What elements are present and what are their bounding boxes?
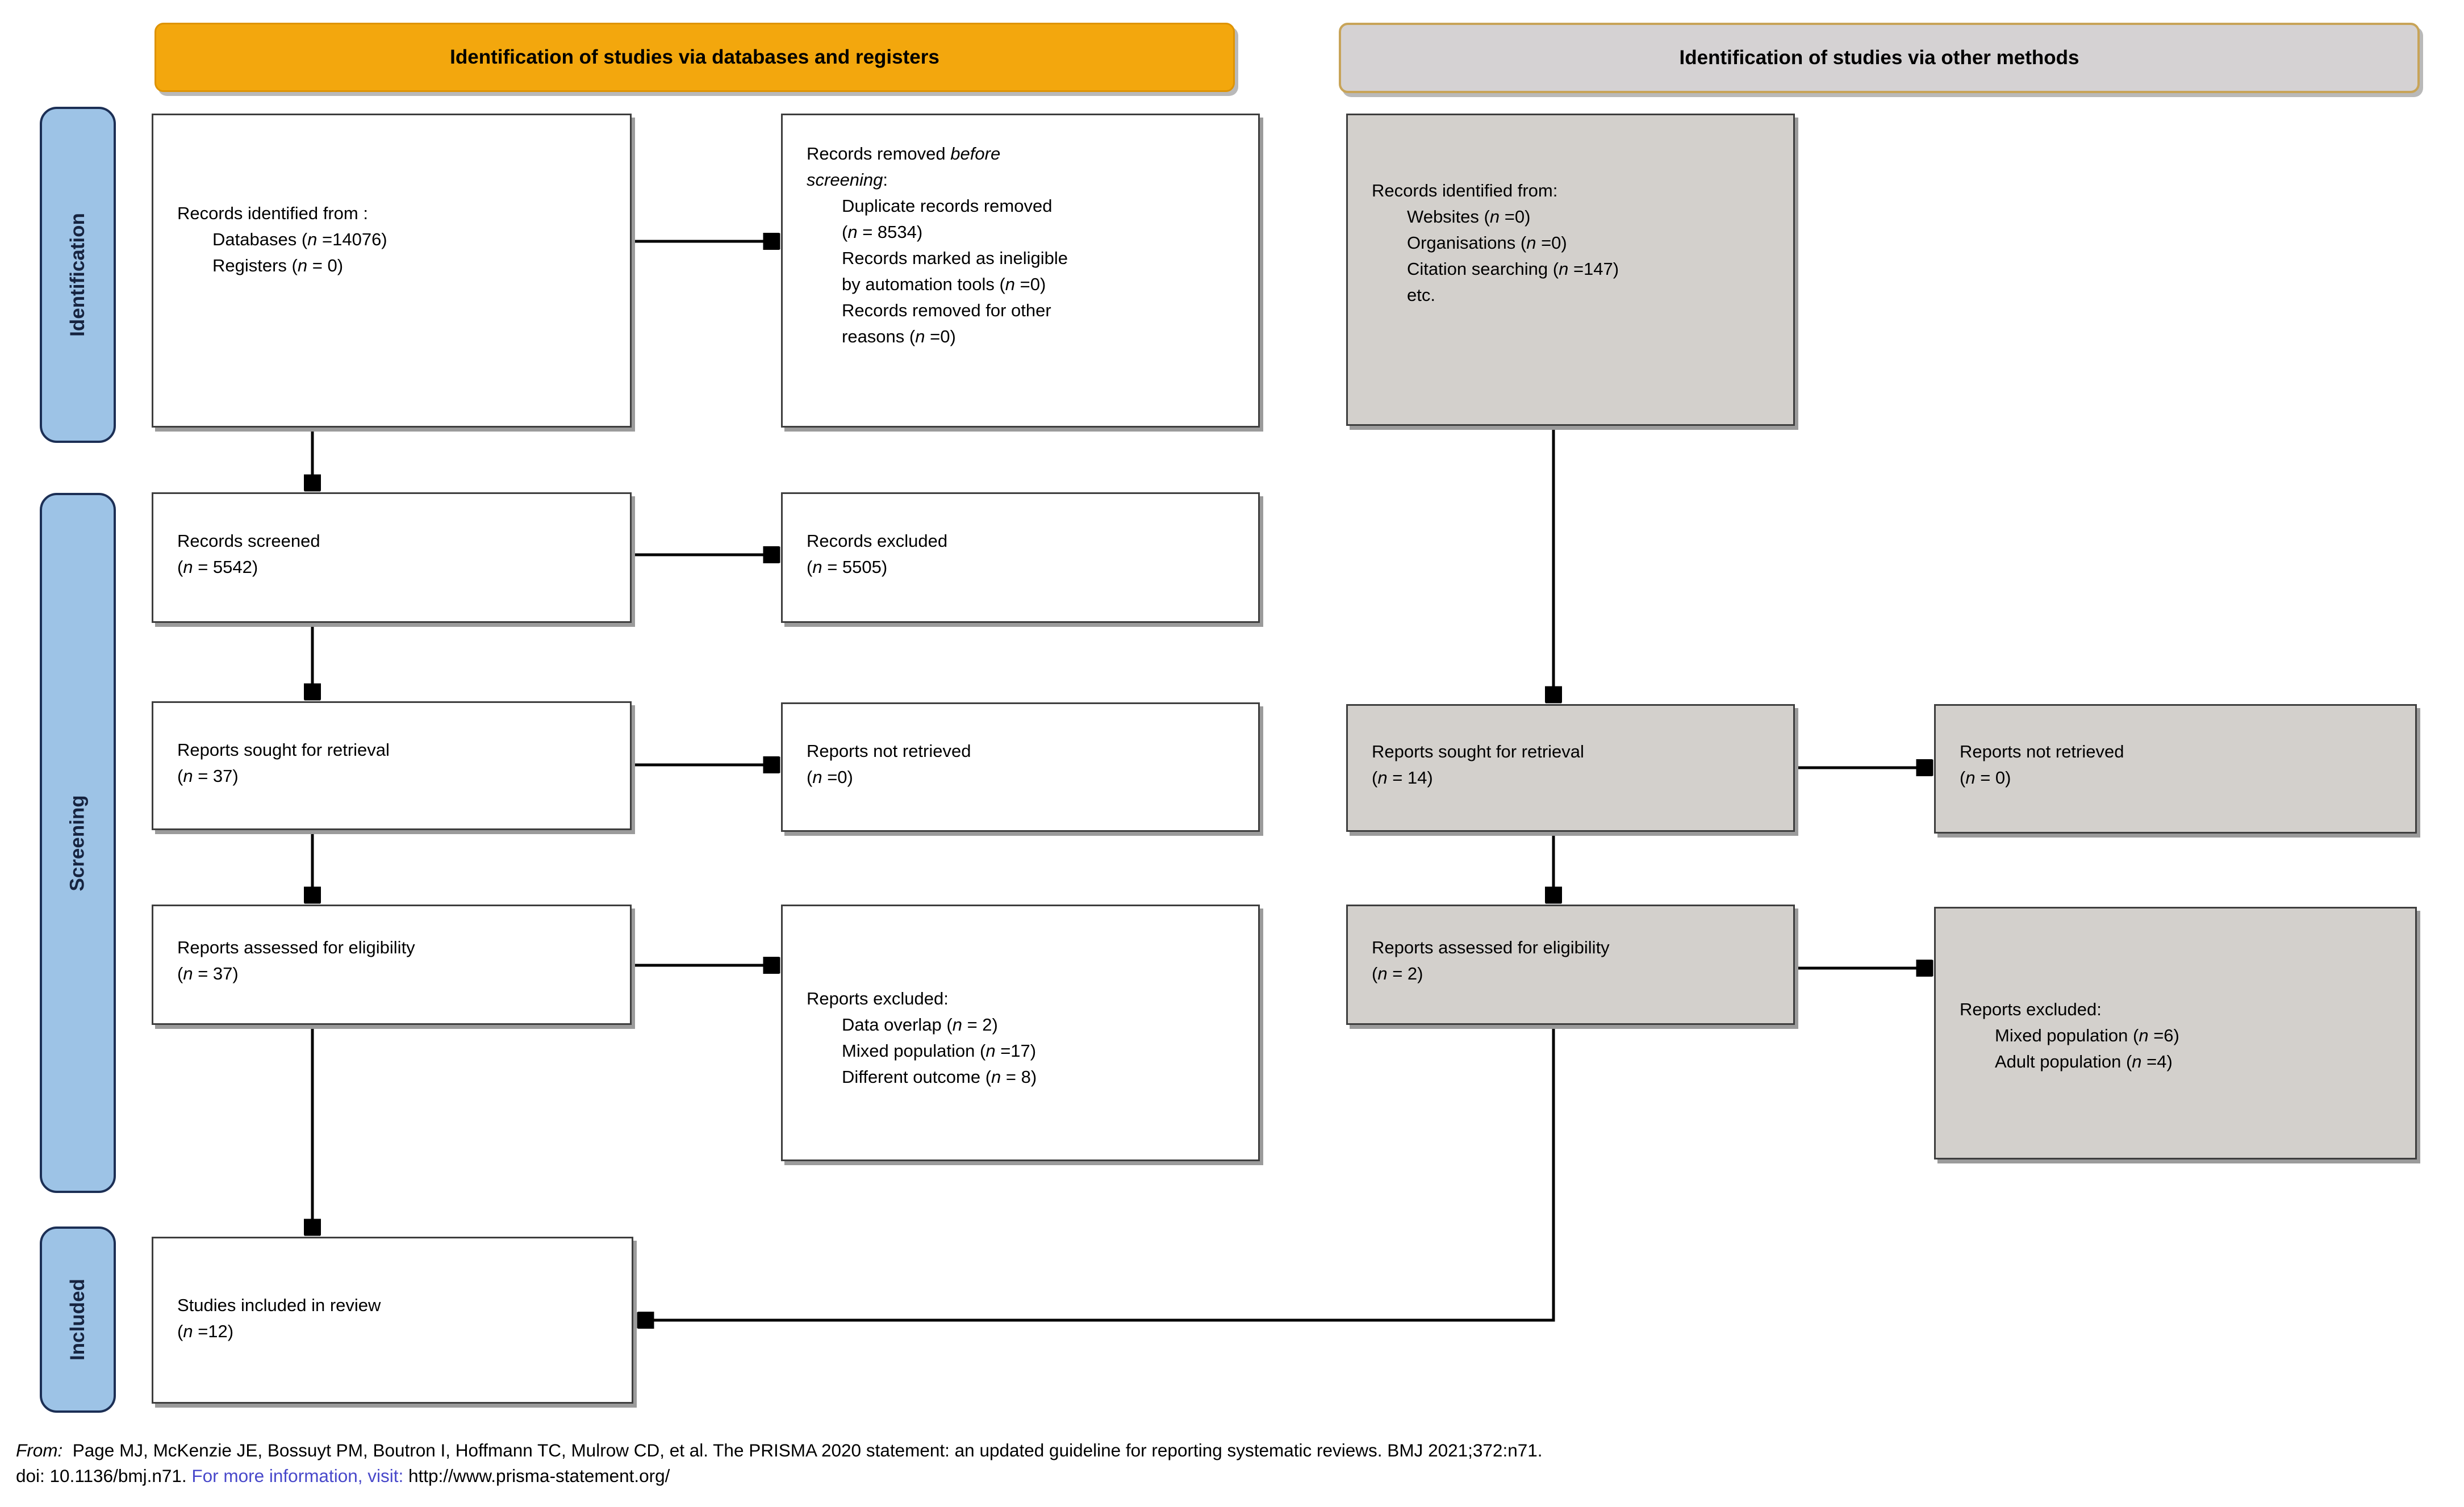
citation-footer: From: Page MJ, McKenzie JE, Bossuyt PM, …: [16, 1438, 2453, 1489]
box-studies-included: Studies included in review(n =12): [152, 1237, 633, 1404]
box-records-excluded: Records excluded(n = 5505): [781, 492, 1260, 623]
phase-label-screening: Screening: [40, 493, 116, 1193]
prisma-url: http://www.prisma-statement.org/: [408, 1466, 670, 1486]
more-info-label: For more information, visit:: [191, 1466, 408, 1486]
citation-line2: doi: 10.1136/bmj.n71. For more informati…: [16, 1463, 2453, 1489]
box-text: Reports excluded:Mixed population (n =6)…: [1960, 999, 2179, 1071]
box-text: Reports not retrieved(n =0): [807, 741, 971, 787]
box-reports-sought-databases: Reports sought for retrieval(n = 37): [152, 701, 632, 830]
box-reports-assessed-other: Reports assessed for eligibility(n = 2): [1346, 905, 1795, 1025]
header-databases-registers-label: Identification of studies via databases …: [450, 46, 939, 68]
box-text: Reports assessed for eligibility(n = 2): [1372, 937, 1610, 983]
box-text: Reports not retrieved(n = 0): [1960, 742, 2124, 788]
box-text: Reports sought for retrieval(n = 14): [1372, 742, 1584, 788]
phase-label-included: Included: [40, 1226, 116, 1413]
doi-text: doi: 10.1136/bmj.n71.: [16, 1466, 192, 1486]
phase-label-screening-text: Screening: [66, 794, 89, 891]
citation-line1: From: Page MJ, McKenzie JE, Bossuyt PM, …: [16, 1438, 2453, 1463]
box-text: Reports assessed for eligibility(n = 37): [177, 937, 415, 983]
citation-text: Page MJ, McKenzie JE, Bossuyt PM, Boutro…: [62, 1440, 1543, 1460]
box-text: Reports excluded:Data overlap (n = 2)Mix…: [807, 989, 1037, 1087]
box-reports-sought-other: Reports sought for retrieval(n = 14): [1346, 704, 1795, 832]
box-reports-not-retrieved-other: Reports not retrieved(n = 0): [1934, 704, 2417, 834]
box-text: Records identified from:Websites (n =0)O…: [1372, 181, 1619, 305]
box-text: Reports sought for retrieval(n = 37): [177, 740, 390, 786]
box-text: Records excluded(n = 5505): [807, 531, 948, 577]
box-reports-not-retrieved-databases: Reports not retrieved(n =0): [781, 702, 1260, 832]
header-other-methods-label: Identification of studies via other meth…: [1679, 47, 2079, 69]
box-records-identified-databases: Records identified from :Databases (n =1…: [152, 114, 632, 428]
phase-label-identification: Identification: [40, 107, 116, 443]
box-text: Records identified from :Databases (n =1…: [177, 203, 387, 275]
header-other-methods: Identification of studies via other meth…: [1339, 23, 2420, 93]
header-databases-registers: Identification of studies via databases …: [154, 23, 1235, 92]
phase-label-identification-text: Identification: [66, 213, 89, 337]
box-reports-assessed-databases: Reports assessed for eligibility(n = 37): [152, 905, 632, 1025]
box-reports-excluded-other: Reports excluded:Mixed population (n =6)…: [1934, 907, 2417, 1159]
from-label: From:: [16, 1440, 63, 1460]
box-text: Records screened(n = 5542): [177, 531, 320, 577]
box-records-screened: Records screened(n = 5542): [152, 492, 632, 623]
phase-label-included-text: Included: [66, 1279, 89, 1361]
box-text: Studies included in review(n =12): [177, 1295, 381, 1341]
box-records-identified-other: Records identified from:Websites (n =0)O…: [1346, 114, 1795, 426]
box-reports-excluded-databases: Reports excluded:Data overlap (n = 2)Mix…: [781, 905, 1260, 1161]
